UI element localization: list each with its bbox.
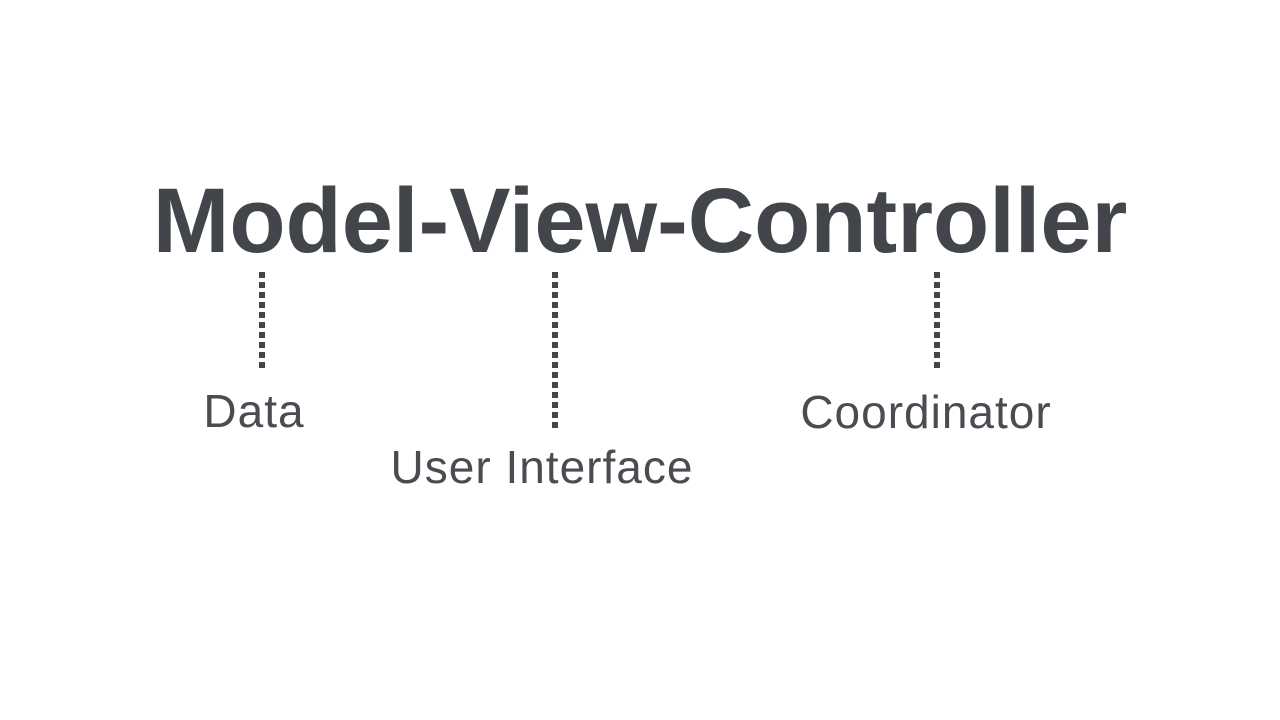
controller-connector-dotted-line: [934, 272, 940, 372]
diagram-title: Model-View-Controller: [152, 170, 1128, 272]
model-connector-dotted-line: [259, 272, 265, 372]
view-label: User Interface: [390, 441, 694, 493]
controller-label: Coordinator: [800, 386, 1052, 438]
model-label: Data: [203, 385, 305, 437]
view-connector-dotted-line: [552, 272, 558, 428]
